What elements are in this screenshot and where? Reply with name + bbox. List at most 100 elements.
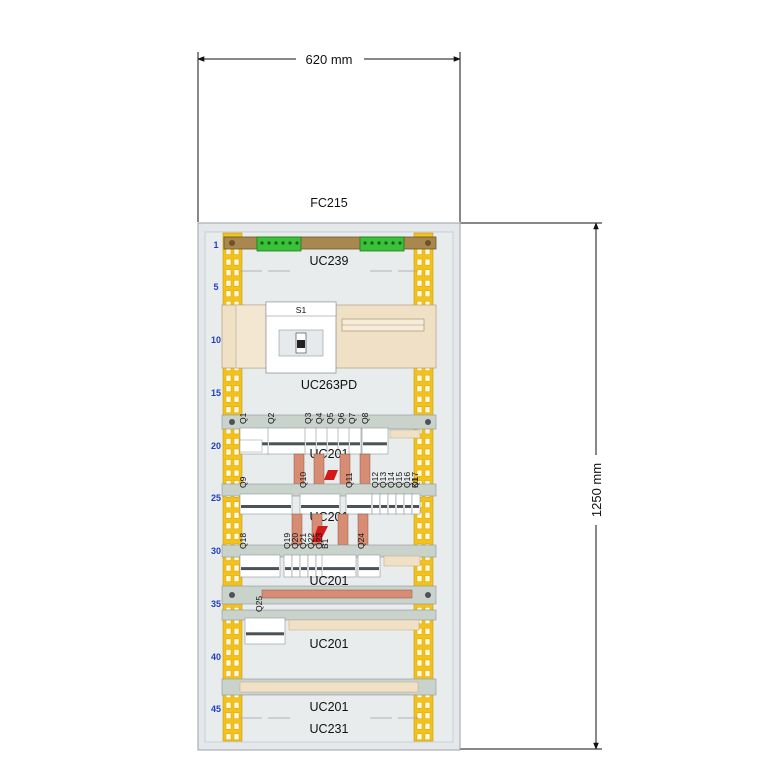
rail-hole — [233, 638, 240, 646]
rail-hole — [233, 290, 240, 297]
rail-hole — [416, 522, 423, 530]
terminal-screw — [267, 241, 271, 245]
rail-hole — [233, 533, 240, 540]
breaker-toggle-strip — [363, 442, 387, 446]
breaker-toggle-strip — [301, 505, 339, 508]
breaker-device — [283, 554, 293, 578]
terminal-rail-uc239: UC239 — [223, 236, 437, 272]
breaker-toggle-strip — [306, 442, 316, 446]
rail-hole — [424, 501, 431, 508]
rail-hole — [233, 469, 240, 477]
breaker-toggle-strip — [381, 505, 387, 508]
rail-hole — [424, 628, 431, 635]
row-d-blank-cover — [288, 619, 420, 631]
rail-hole — [424, 533, 431, 540]
rail-hole — [424, 564, 431, 572]
rail-hole — [416, 248, 423, 255]
rail-hole — [416, 670, 423, 677]
copper-busbar — [337, 513, 349, 546]
rail-hole — [225, 723, 232, 730]
rail-hole — [424, 374, 431, 382]
rail-hole — [225, 670, 232, 677]
rail-hole — [233, 723, 240, 730]
rail-hole — [225, 575, 232, 582]
rail-hole — [225, 374, 232, 382]
device-label-q8: Q8 — [360, 412, 370, 424]
rail-hole — [233, 712, 240, 719]
row-number-1: 1 — [213, 240, 218, 250]
row-number-35: 35 — [211, 599, 221, 609]
device-label-q5: Q5 — [325, 412, 335, 424]
rail-hole — [424, 702, 431, 709]
rail-hole — [424, 733, 431, 741]
rail-hole — [424, 290, 431, 297]
rail-hole — [225, 459, 232, 466]
rail-hole — [233, 459, 240, 466]
breaker-device — [387, 493, 397, 515]
rail-hole — [233, 733, 240, 741]
rail-hole — [416, 280, 423, 287]
rail-hole — [233, 564, 240, 572]
terminal-screw — [295, 241, 299, 245]
rail-hole — [233, 438, 240, 445]
device-label-q24: Q24 — [356, 533, 366, 549]
rail-hole — [416, 459, 423, 466]
row-number-15: 15 — [211, 388, 221, 398]
rail-hole — [424, 406, 431, 413]
copper-busbar — [313, 453, 325, 485]
row-number-5: 5 — [213, 282, 218, 292]
row-number-40: 40 — [211, 652, 221, 662]
breaker-toggle-strip — [413, 505, 419, 508]
height-dimension: 1250 mm — [460, 222, 604, 750]
rail-hole — [225, 564, 232, 572]
rail-hole — [233, 659, 240, 667]
device-label-q19: Q19 — [282, 533, 292, 549]
rail-hole — [424, 723, 431, 730]
rail-hole — [424, 649, 431, 656]
rail-hole — [225, 533, 232, 540]
rail-hole — [424, 659, 431, 667]
device-label-q20: Q20 — [290, 533, 300, 549]
rail-hole — [233, 575, 240, 582]
rail-screw — [425, 419, 431, 425]
switch-panel-uc263pd: S1 UC263PD — [221, 301, 437, 392]
device-label-q16: Q16 — [402, 472, 412, 488]
breaker-device — [267, 427, 307, 455]
device-label-q25: Q25 — [254, 596, 264, 612]
module-label-uc263pd: UC263PD — [301, 378, 357, 392]
breaker-device — [239, 493, 293, 515]
breaker-device — [403, 493, 413, 515]
terminal-screw — [288, 241, 292, 245]
rail-hole — [424, 396, 431, 403]
terminal-screw — [260, 241, 264, 245]
rail-hole — [225, 628, 232, 635]
rail-hole — [225, 438, 232, 445]
breaker-toggle-strip — [301, 567, 307, 571]
device-label-k1: K1 — [410, 477, 420, 488]
rail-hole — [225, 248, 232, 255]
rail-hole — [225, 638, 232, 646]
blank-row-e: UC201 — [221, 678, 437, 714]
breaker-device — [299, 554, 309, 578]
rail-hole — [416, 385, 423, 392]
rail-hole — [225, 712, 232, 719]
rail-hole — [233, 522, 240, 530]
rail-hole — [416, 438, 423, 445]
red-marker-upper — [324, 470, 338, 480]
rail-hole — [233, 280, 240, 287]
breaker-device — [239, 554, 281, 578]
breaker-toggle-strip — [285, 567, 291, 571]
rail-hole — [233, 649, 240, 656]
breaker-toggle-strip — [269, 442, 305, 446]
rail-hole — [416, 733, 423, 741]
terminal-screw — [281, 241, 285, 245]
device-label-q9: Q9 — [238, 476, 248, 488]
rail-hole — [225, 501, 232, 508]
red-marker-lower — [312, 526, 328, 542]
device-label-b1: B1 — [320, 538, 330, 549]
device-label-q1: Q1 — [238, 412, 248, 424]
